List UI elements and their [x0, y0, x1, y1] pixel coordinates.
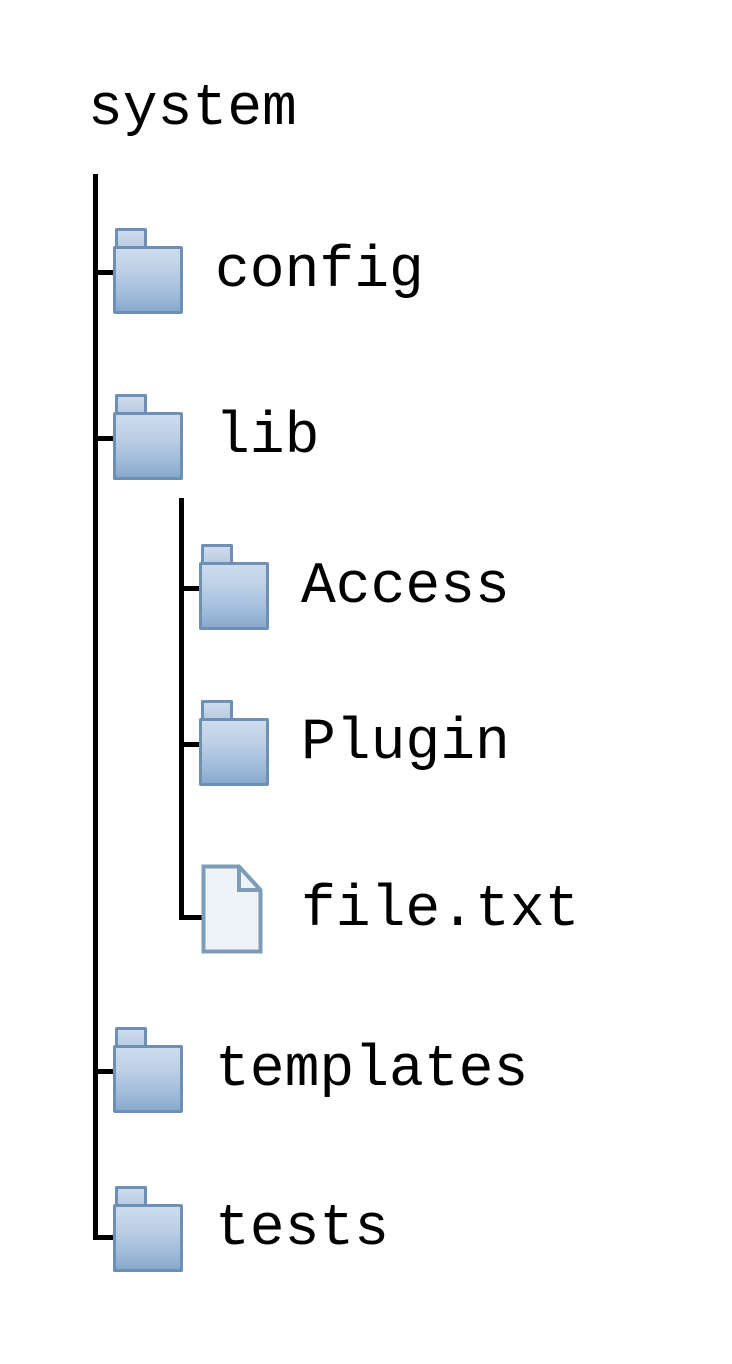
tree-node-label: tests	[215, 1197, 390, 1262]
folder-icon	[113, 394, 183, 480]
tree-connector-access	[179, 586, 203, 591]
tree-node-label: file.txt	[301, 878, 580, 943]
tree-node-label: Access	[301, 555, 510, 620]
tree-node-label: lib	[215, 405, 320, 470]
folder-icon	[113, 1186, 183, 1272]
folder-icon	[199, 700, 269, 786]
tree-root-label[interactable]: system	[88, 77, 297, 142]
tree-connector-templates	[93, 1069, 117, 1074]
tree-spine-level-2	[179, 498, 184, 920]
tree-spine-level-1	[93, 174, 98, 1240]
folder-icon	[199, 544, 269, 630]
tree-connector-config	[93, 270, 117, 275]
file-icon	[201, 864, 263, 954]
tree-connector-tests	[93, 1235, 117, 1240]
tree-node-label: Plugin	[301, 711, 510, 776]
folder-icon	[113, 228, 183, 314]
tree-connector-file-txt	[179, 915, 205, 920]
tree-connector-plugin	[179, 742, 203, 747]
tree-connector-lib	[93, 436, 117, 441]
tree-node-label: templates	[215, 1038, 529, 1103]
folder-icon	[113, 1027, 183, 1113]
tree-node-label: config	[215, 239, 424, 304]
